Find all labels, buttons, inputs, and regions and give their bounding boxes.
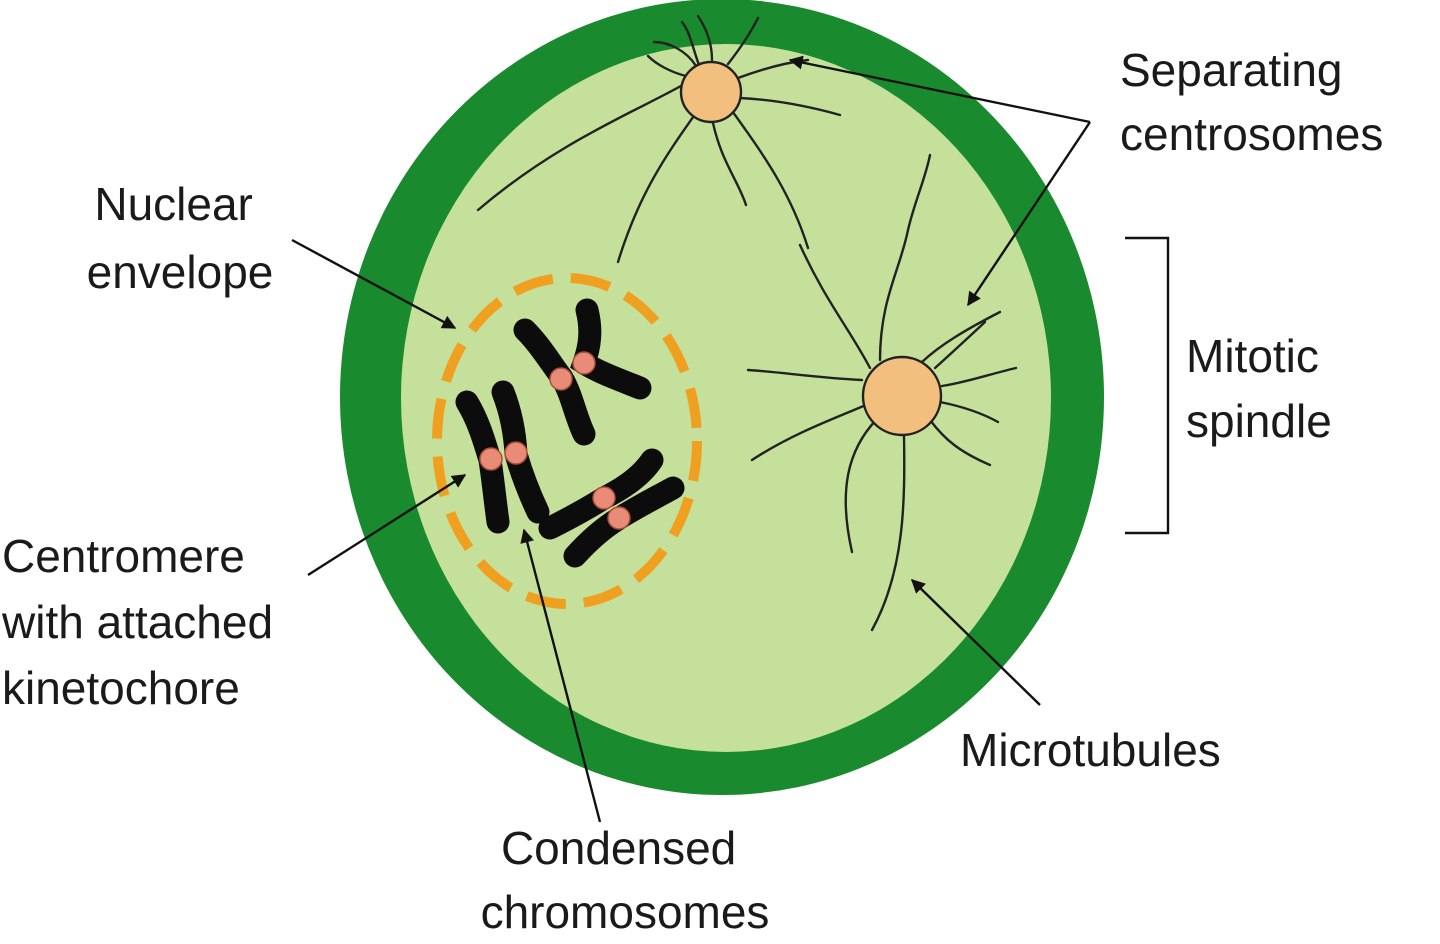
centromere: [504, 441, 528, 465]
nucleus: [432, 273, 702, 609]
cytoplasm: [401, 44, 1051, 752]
centromere: [592, 486, 616, 510]
label-centromere: Centromere with attached kinetochore: [1, 530, 286, 714]
chromosome-right: [538, 448, 685, 568]
centromere: [549, 367, 573, 391]
label-nuclear-envelope: Nuclear envelope: [87, 178, 274, 298]
nuclear-envelope: [432, 273, 702, 609]
centromere: [607, 506, 631, 530]
spindle-bracket: [1125, 236, 1170, 535]
pointer-arrows: [291, 55, 1091, 823]
label-mitotic-spindle: Mitotic spindle: [1186, 330, 1332, 447]
label-condensed-chromosomes: Condensed chromosomes: [481, 822, 770, 938]
chromosome-left: [455, 380, 550, 534]
centromere: [479, 447, 503, 471]
right-centrosome: [861, 355, 943, 437]
label-microtubules: Microtubules: [960, 724, 1221, 776]
top-aster: [476, 14, 842, 264]
right-aster: [746, 153, 1018, 632]
centromere: [572, 351, 596, 375]
top-centrosome: [679, 60, 743, 124]
label-separating-centrosomes: Separating centrosomes: [1120, 44, 1383, 160]
chromosome-top: [513, 298, 652, 446]
